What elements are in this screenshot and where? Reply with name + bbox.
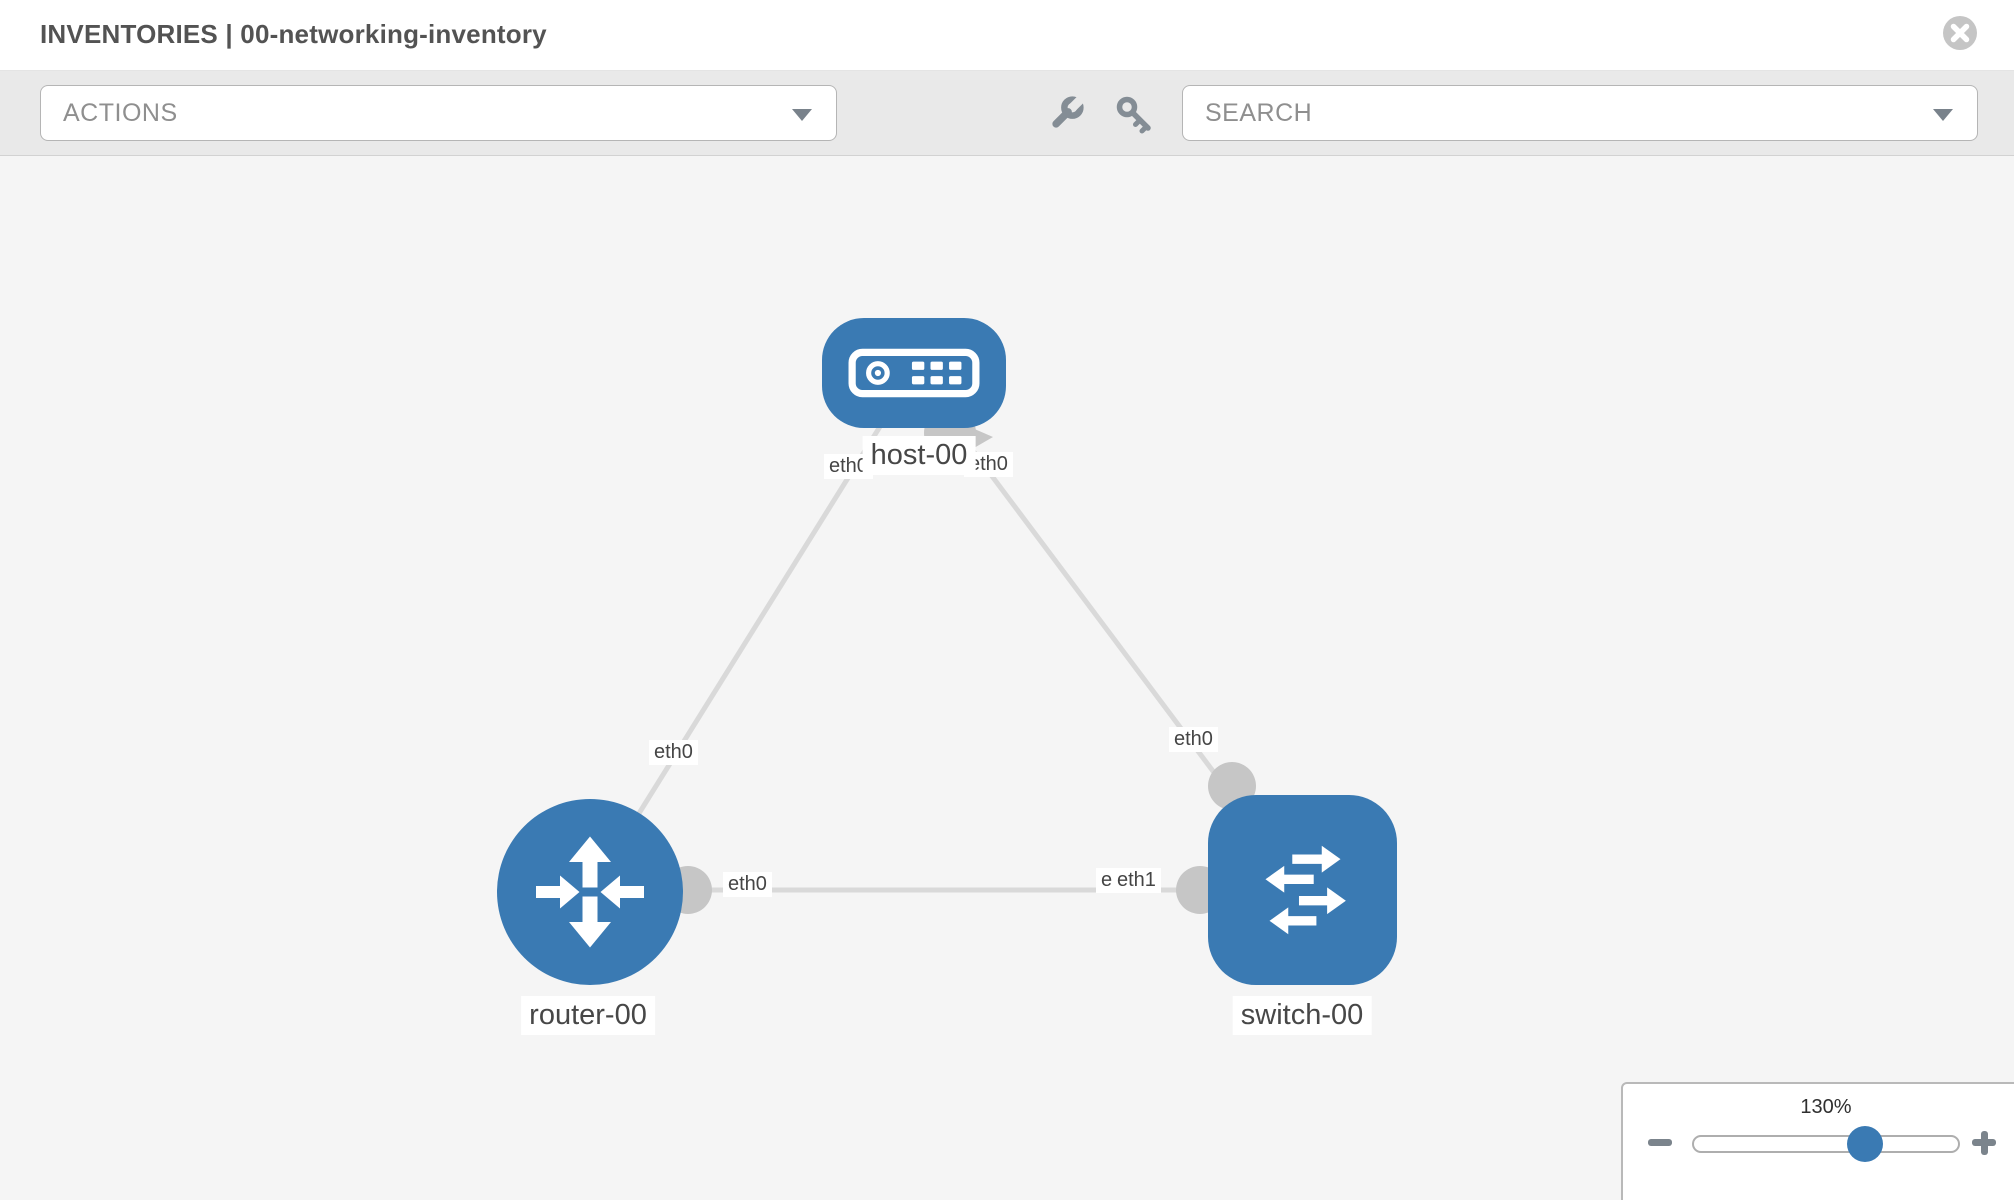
- close-button[interactable]: [1941, 14, 1979, 52]
- zoom-level-label: 130%: [1800, 1096, 1852, 1118]
- iface-label-router-switch-b: eth1: [1112, 868, 1161, 893]
- page-title: INVENTORIES | 00-networking-inventory: [40, 19, 547, 49]
- actions-dropdown-label: ACTIONS: [63, 99, 178, 127]
- toolbar: ACTIONS SEARCH: [0, 71, 2014, 156]
- node-label-router: router-00: [521, 996, 655, 1035]
- chevron-down-icon: [1933, 109, 1953, 121]
- tools-button[interactable]: [1046, 94, 1086, 134]
- switch-icon: [1264, 845, 1346, 935]
- node-switch-00[interactable]: [1208, 795, 1397, 985]
- wrench-icon: [1052, 95, 1085, 128]
- actions-dropdown[interactable]: ACTIONS: [40, 85, 837, 141]
- zoom-in-button plus-icon[interactable]: [1968, 1127, 2000, 1159]
- zoom-out-button minus-icon[interactable]: [1648, 1139, 1672, 1146]
- iface-label-host-switch-b: eth0: [1169, 727, 1218, 752]
- topology-canvas[interactable]: host-00 router-00 switch-00 eth0 eth0 et…: [0, 156, 2014, 1200]
- plus-icon-bar: [1980, 1131, 1988, 1155]
- search-dropdown[interactable]: SEARCH: [1182, 85, 1978, 141]
- router-icon: [536, 836, 644, 948]
- zoom-panel: 130%: [1621, 1082, 2014, 1200]
- search-input-placeholder: SEARCH: [1205, 99, 1313, 127]
- key-icon: [1116, 96, 1151, 134]
- close-icon: [1943, 16, 1977, 50]
- iface-label-router-switch-a: eth0: [723, 872, 772, 897]
- chevron-down-icon: [792, 109, 812, 121]
- iface-label-router-host-a: eth0: [649, 740, 698, 765]
- links-layer: [587, 370, 1305, 914]
- host-icon: [848, 348, 980, 398]
- zoom-slider-track[interactable]: [1692, 1135, 1960, 1153]
- node-label-switch: switch-00: [1232, 996, 1372, 1035]
- node-host-00[interactable]: [822, 318, 1006, 428]
- key-button[interactable]: [1114, 94, 1154, 134]
- node-router-00[interactable]: [497, 799, 683, 985]
- header: INVENTORIES | 00-networking-inventory: [0, 0, 2014, 71]
- node-label-host: host-00: [862, 436, 976, 475]
- zoom-slider-knob[interactable]: [1847, 1126, 1883, 1162]
